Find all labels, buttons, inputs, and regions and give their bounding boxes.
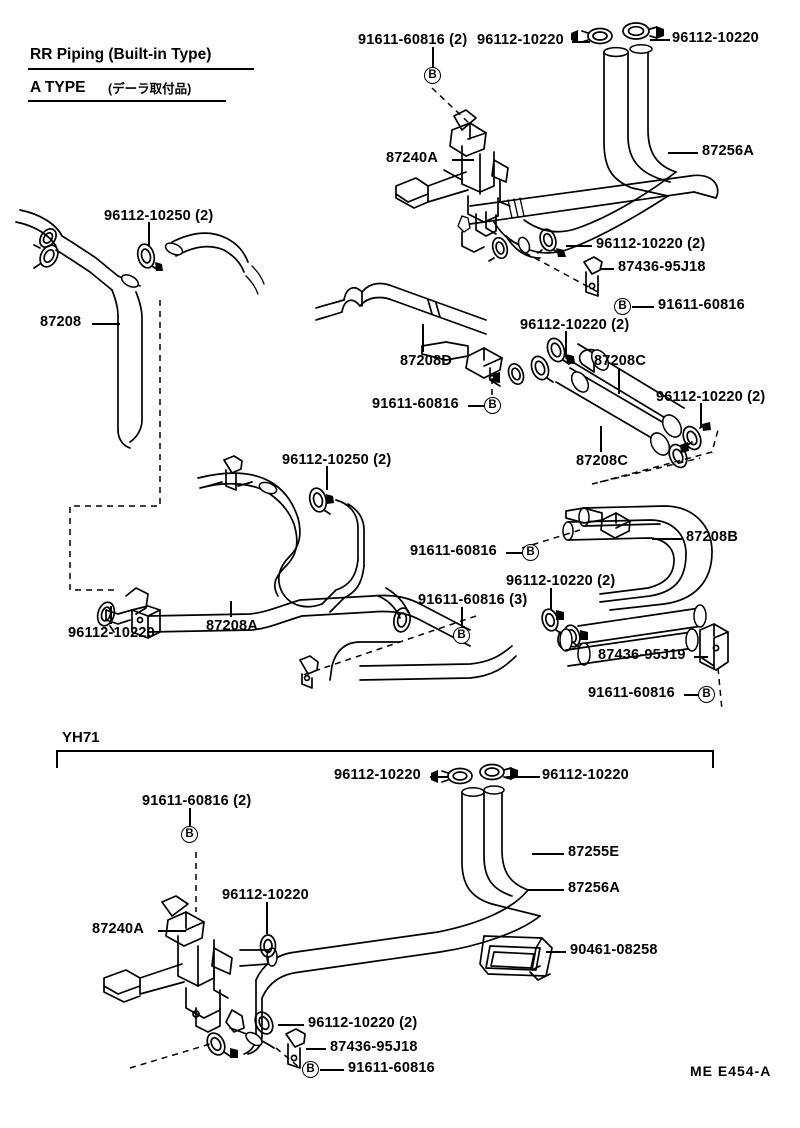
part-label-87208C-upper: 87208C: [594, 353, 646, 369]
part-label-87436-95J18-mid: 87436-95J18: [618, 259, 706, 275]
leader-96112-10220-87208A: [110, 606, 112, 624]
page-title: RR Piping (Built-in Type): [30, 46, 212, 63]
leader-91611-60816-3: [461, 607, 463, 627]
leader-91611-60816-yh71-bottom: [320, 1069, 344, 1071]
part-label-96112-10250-2-lower: 96112-10250 (2): [282, 452, 392, 468]
part-label-96112-10220-2-right: 96112-10220 (2): [656, 389, 766, 405]
b-marker-yh71-top: B: [181, 826, 198, 843]
part-label-87256A-top: 87256A: [702, 143, 754, 159]
leader-96112-10220-2-yh71-bottom: [278, 1024, 304, 1026]
leader-96112-10220-2-87208D: [565, 331, 567, 357]
part-label-91611-60816-2-yh71: 91611-60816 (2): [142, 793, 252, 809]
part-label-96112-10220-2-87208D: 96112-10220 (2): [520, 317, 630, 333]
leader-91611-60816-bottom-a: [684, 694, 698, 696]
leader-91611-60816-2-yh71: [189, 808, 191, 826]
part-label-96112-10220-2-lowmid: 96112-10220 (2): [506, 573, 616, 589]
part-label-96112-10250-2-left: 96112-10250 (2): [104, 208, 214, 224]
type-label: A TYPE: [30, 79, 86, 96]
part-label-96112-10220-top-right: 96112-10220: [672, 30, 759, 46]
part-label-91611-60816-87208B: 91611-60816: [410, 543, 497, 559]
title-underline-2: [28, 100, 226, 102]
part-label-87208A: 87208A: [206, 618, 258, 634]
leader-96112-10220-yh71-left: [430, 776, 448, 778]
leader-91611-60816-mid: [632, 306, 654, 308]
part-label-87255E: 87255E: [568, 844, 620, 860]
part-label-87208C-lower: 87208C: [576, 453, 628, 469]
leader-87208A: [230, 601, 232, 617]
part-label-96112-10220-top-left: 96112-10220: [477, 32, 564, 48]
leader-b-marker-top: [432, 47, 434, 67]
part-label-87208B: 87208B: [686, 529, 738, 545]
part-label-96112-10220-yh71-mid: 96112-10220: [222, 887, 309, 903]
leader-96112-10220-yh71-right: [506, 776, 540, 778]
title-underline-1: [28, 68, 254, 70]
b-marker-top: B: [424, 67, 441, 84]
part-label-96112-10220-yh71-right: 96112-10220: [542, 767, 629, 783]
leader-96112-10250-left: [148, 222, 150, 246]
part-label-91611-60816-3: 91611-60816 (3): [418, 592, 528, 608]
part-label-91611-60816-mid: 91611-60816: [658, 297, 745, 313]
leader-87208C-upper: [618, 368, 620, 394]
b-marker-bottom-a: B: [698, 686, 715, 703]
leader-91611-60816-87208B: [506, 552, 522, 554]
leader-96112-10220-2-right: [700, 403, 702, 427]
leader-87208: [92, 323, 120, 325]
section-yh71-title: YH71: [62, 729, 100, 746]
sheet-code: ME E454-A: [690, 1063, 772, 1079]
part-label-91611-60816-2-top: 91611-60816 (2): [358, 32, 468, 48]
leader-87436-95J18-mid: [600, 268, 614, 270]
leader-87208C-lower: [600, 426, 602, 452]
type-label-note: (デーラ取付品): [108, 82, 192, 96]
part-label-87240A-yh71: 87240A: [92, 921, 144, 937]
leader-87256A-yh71: [528, 889, 564, 891]
leader-90461-08258: [546, 951, 566, 953]
b-marker-mid-right: B: [614, 298, 631, 315]
leader-87436-95J19: [694, 656, 708, 658]
part-label-91611-60816-bottom-a: 91611-60816: [588, 685, 675, 701]
b-marker-yh71-bottom: B: [302, 1061, 319, 1078]
leader-87208B: [652, 538, 682, 540]
leader-87256A-top: [668, 152, 698, 154]
leader-87208D: [422, 324, 424, 352]
b-marker-87208B: B: [522, 544, 539, 561]
part-label-87208D: 87208D: [400, 353, 452, 369]
part-label-87256A-yh71: 87256A: [568, 880, 620, 896]
part-label-91611-60816-yh71-bottom: 91611-60816: [348, 1060, 435, 1076]
section-yh71-left-rule: [56, 750, 58, 768]
part-label-90461-08258: 90461-08258: [570, 942, 658, 958]
part-label-87240A-top: 87240A: [386, 150, 438, 166]
leader-96112-10220-yh71-mid: [266, 902, 268, 934]
leader-87255E: [532, 853, 564, 855]
part-label-96112-10220-2-yh71-bottom: 96112-10220 (2): [308, 1015, 418, 1031]
leader-87436-95J18-yh71: [306, 1048, 326, 1050]
leader-96112-10220-top-right: [650, 39, 670, 41]
part-label-96112-10220-2-mid: 96112-10220 (2): [596, 236, 706, 252]
part-label-91611-60816-87208D: 91611-60816: [372, 396, 459, 412]
leader-96112-10220-2-mid: [566, 245, 592, 247]
leader-91611-60816-87208D: [468, 405, 484, 407]
section-yh71-top-rule: [56, 750, 714, 752]
section-yh71-right-rule: [712, 750, 714, 768]
b-marker-87208D: B: [484, 397, 501, 414]
part-label-87436-95J19: 87436-95J19: [598, 647, 686, 663]
part-label-87208: 87208: [40, 314, 82, 330]
part-label-96112-10220-yh71-left: 96112-10220: [334, 767, 421, 783]
leader-96112-10220-top-left: [572, 41, 590, 43]
leader-87240A-yh71: [158, 930, 186, 932]
leader-87240A-top: [452, 159, 474, 161]
leader-96112-10250-2-lower: [326, 466, 328, 490]
b-marker-91611-60816-3: B: [453, 627, 470, 644]
leader-96112-10220-2-lowmid: [550, 588, 552, 610]
part-label-96112-10220-87208A: 96112-10220: [68, 625, 155, 641]
part-label-87436-95J18-yh71: 87436-95J18: [330, 1039, 418, 1055]
